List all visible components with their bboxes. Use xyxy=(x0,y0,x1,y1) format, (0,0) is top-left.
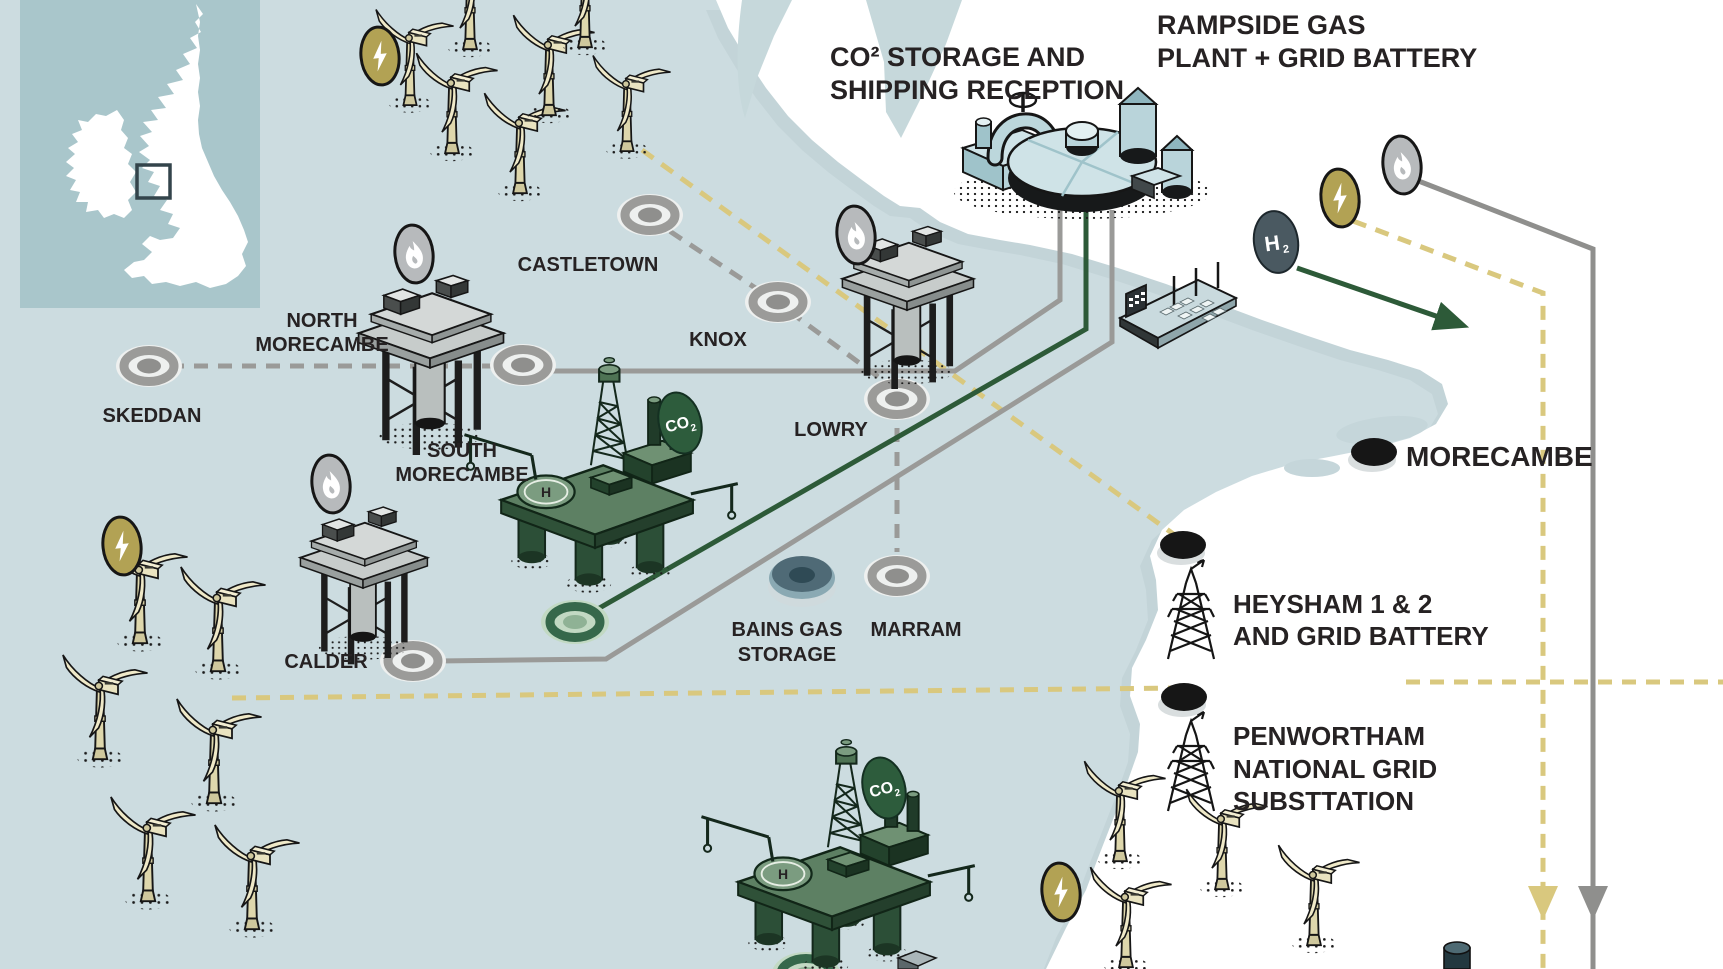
co2-badge: CO 2 xyxy=(657,391,703,455)
co2-injection-ring xyxy=(541,600,609,644)
label-bains-line1: BAINS GAS xyxy=(731,619,842,641)
wellhead-ring-knox xyxy=(745,281,811,323)
wellhead-ring-skeddan xyxy=(116,345,182,387)
label-co2-storage-line1: CO² STORAGE AND xyxy=(830,42,1085,72)
misc-structure xyxy=(895,941,1471,969)
label-north-morecambe-line1: NORTH xyxy=(286,310,357,332)
bay-shallow xyxy=(1336,415,1428,445)
estuary-channel xyxy=(737,0,792,118)
gas-storage-ring-bains xyxy=(768,556,836,607)
helipad-letter: H xyxy=(541,484,551,500)
co2-badge-text: CO xyxy=(664,414,691,436)
wellhead-ring-marram xyxy=(864,555,930,597)
label-heysham-line1: HEYSHAM 1 & 2 xyxy=(1233,589,1432,619)
label-knox: KNOX xyxy=(689,329,747,351)
cable-rampside-south xyxy=(1352,218,1546,969)
land xyxy=(688,0,1723,969)
label-rampside-line1: RAMPSIDE GAS xyxy=(1157,10,1366,40)
label-co2-storage-line2: SHIPPING RECEPTION xyxy=(830,75,1124,105)
map-labels: CO² STORAGE AND SHIPPING RECEPTION RAMPS… xyxy=(103,10,1593,816)
helipad-letter: H xyxy=(778,866,788,882)
h2-export-arrow xyxy=(1296,265,1470,331)
co2-badge-sub: 2 xyxy=(690,422,698,434)
wellhead-ring-castletown xyxy=(617,194,683,236)
h2-badge-text: H xyxy=(1263,232,1281,257)
h2-badge: H 2 xyxy=(1252,210,1300,274)
cable-windfarm-to-heysham xyxy=(640,147,1185,544)
pipeline-calder-to-plant xyxy=(437,210,1115,664)
cable-arrowhead xyxy=(1528,886,1558,920)
label-south-morecambe-line2: MORECAMBE xyxy=(395,464,528,486)
coastline xyxy=(678,0,1723,969)
co2-badge-text: CO xyxy=(868,779,895,801)
label-penwortham-line3: SUBSTTATION xyxy=(1233,786,1414,816)
label-north-morecambe-line2: MORECAMBE xyxy=(255,334,388,356)
rampside-gas-plant-illustration xyxy=(954,86,1210,219)
bay-shallow xyxy=(1284,459,1340,477)
cable-windfarm-to-penwortham xyxy=(231,685,1179,701)
label-morecambe-town: MORECAMBE xyxy=(1406,441,1593,472)
pipeline-morecambe-to-plant xyxy=(552,210,1063,374)
label-castletown: CASTLETOWN xyxy=(518,254,659,276)
wellhead-ring-south-morecambe xyxy=(490,344,556,386)
label-skeddan: SKEDDAN xyxy=(103,405,202,427)
label-bains-line2: STORAGE xyxy=(738,644,837,666)
h2-badge-sub: 2 xyxy=(1282,243,1290,256)
estuary-channel xyxy=(866,0,962,138)
label-penwortham-line1: PENWORTHAM xyxy=(1233,721,1425,751)
uk-inset-map xyxy=(20,0,260,308)
pipeline-co2-injection xyxy=(594,210,1089,613)
pipeline-arrowhead xyxy=(1578,886,1608,920)
label-penwortham-line2: NATIONAL GRID xyxy=(1233,754,1437,784)
label-heysham-line2: AND GRID BATTERY xyxy=(1233,621,1489,651)
co2-badge-sub: 2 xyxy=(894,787,902,799)
inset-ireland xyxy=(66,110,136,218)
inset-great-britain xyxy=(124,4,248,288)
inset-focus-box xyxy=(135,163,172,200)
label-rampside-line2: PLANT + GRID BATTERY xyxy=(1157,43,1477,73)
label-lowry: LOWRY xyxy=(794,419,868,441)
co2-badge: CO 2 xyxy=(861,756,907,820)
label-south-morecambe-line1: SOUTH xyxy=(427,440,497,462)
label-marram: MARRAM xyxy=(870,619,961,641)
ship-icon xyxy=(1117,262,1239,350)
pipeline-gas-export-south xyxy=(1415,177,1596,969)
label-calder: CALDER xyxy=(284,651,368,673)
